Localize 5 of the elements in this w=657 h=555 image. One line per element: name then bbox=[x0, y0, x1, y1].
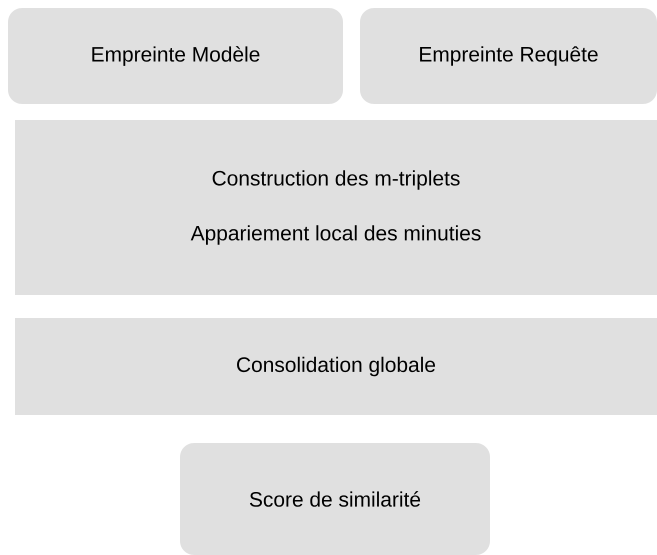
process-box: Construction des m-triplets Appariement local des minuties bbox=[15, 120, 657, 295]
rounded-box: Empreinte Requête bbox=[360, 8, 657, 104]
process-box: Consolidation globale bbox=[15, 318, 657, 415]
rounded-box: Empreinte Modèle bbox=[8, 8, 343, 104]
rounded-box: Score de similarité bbox=[180, 443, 490, 555]
